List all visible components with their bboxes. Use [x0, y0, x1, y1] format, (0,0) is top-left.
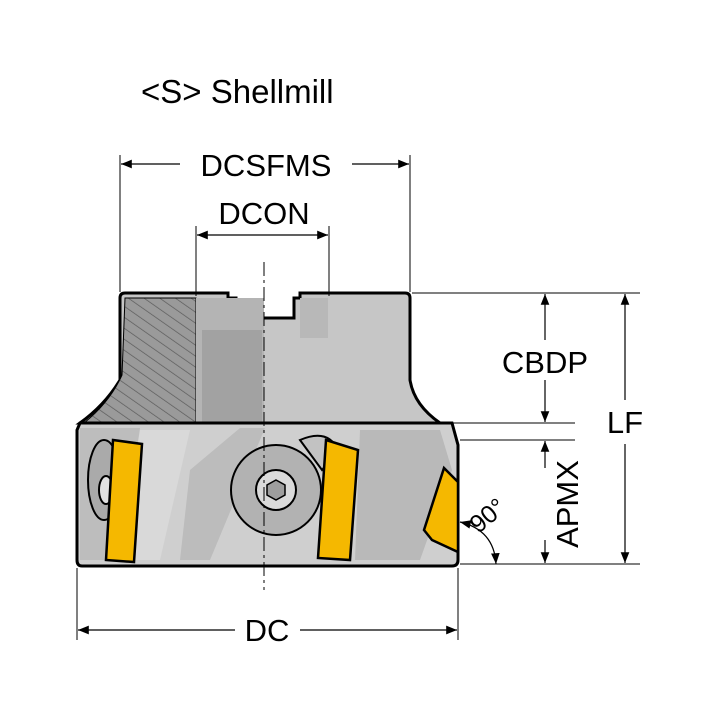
insert-left: [104, 438, 144, 564]
dim-dcsfms: DCSFMS: [119, 148, 411, 292]
hex-socket-icon: [266, 479, 286, 501]
tool-body: [75, 291, 460, 568]
diagram-title: <S> Shellmill: [141, 73, 334, 110]
dim-apmx: APMX: [460, 439, 585, 563]
dim-label-lf: LF: [607, 405, 643, 440]
inserts: [104, 438, 460, 564]
bore-inner: [202, 330, 262, 423]
keyway-face: [300, 298, 328, 338]
dim-lf: LF: [460, 294, 643, 565]
dim-label-dcon: DCON: [218, 196, 309, 231]
dim-label-apmx: APMX: [550, 460, 585, 548]
dim-cbdp: CBDP: [412, 292, 640, 424]
dim-label-dcsfms: DCSFMS: [201, 148, 332, 183]
dim-dcon: DCON: [195, 196, 330, 296]
dim-label-cbdp: CBDP: [502, 345, 588, 380]
dim-label-dc: DC: [245, 613, 290, 648]
dim-angle: 90°: [459, 493, 511, 565]
dim-label-angle: 90°: [464, 493, 511, 539]
dim-dc: DC: [76, 568, 459, 648]
insert-right: [422, 465, 460, 554]
insert-center: [316, 438, 360, 562]
